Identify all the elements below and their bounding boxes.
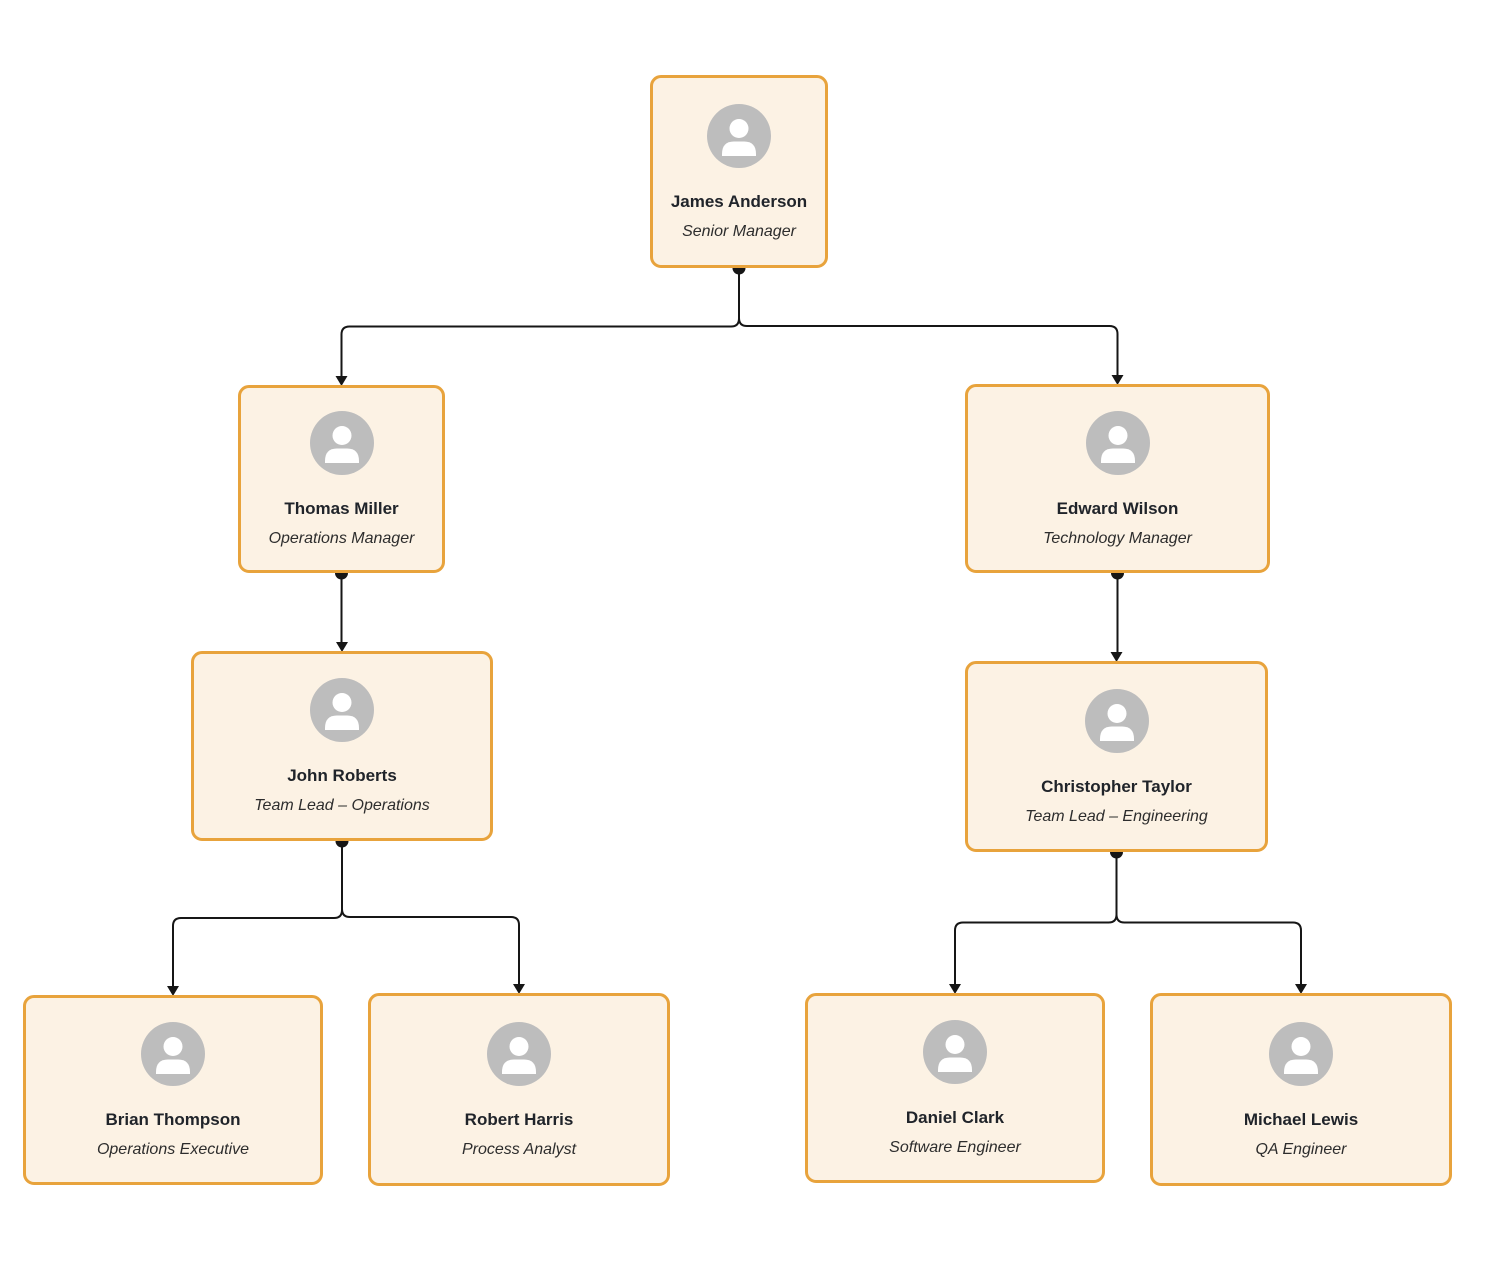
org-node-james-anderson[interactable]: James Anderson Senior Manager [650,75,828,268]
person-title: Operations Manager [268,530,415,547]
person-avatar-icon [487,1021,551,1086]
person-avatar-icon [923,1020,987,1084]
person-name: Daniel Clark [905,1108,1005,1127]
person-avatar-icon [310,678,374,742]
org-node-robert-harris[interactable]: Robert Harris Process Analyst [368,993,670,1186]
person-name: James Anderson [670,191,808,211]
person-name: John Roberts [287,766,397,785]
person-title: Team Lead – Operations [254,797,430,814]
org-node-michael-lewis[interactable]: Michael Lewis QA Engineer [1150,993,1452,1186]
person-name: Brian Thompson [105,1110,241,1129]
person-title: Process Analyst [461,1140,577,1158]
org-node-brian-thompson[interactable]: Brian Thompson Operations Executive [23,995,323,1185]
person-name: Christopher Taylor [1041,776,1192,796]
person-name: Michael Lewis [1243,1109,1359,1129]
person-avatar-icon [309,411,374,475]
person-title: Senior Manager [682,222,796,240]
person-name: Thomas Miller [284,499,399,518]
person-title: Software Engineer [889,1139,1021,1156]
person-avatar-icon [1085,410,1150,475]
person-avatar-icon [141,1022,205,1086]
org-node-thomas-miller[interactable]: Thomas Miller Operations Manager [238,385,445,573]
org-node-john-roberts[interactable]: John Roberts Team Lead – Operations [191,651,493,841]
person-title: Operations Executive [96,1141,250,1158]
person-name: Robert Harris [464,1109,574,1129]
person-title: QA Engineer [1255,1140,1347,1158]
person-avatar-icon [1269,1021,1333,1086]
org-node-edward-wilson[interactable]: Edward Wilson Technology Manager [965,384,1270,573]
person-title: Team Lead – Engineering [1025,807,1208,825]
org-node-christopher-taylor[interactable]: Christopher Taylor Team Lead – Engineeri… [965,661,1268,852]
org-node-daniel-clark[interactable]: Daniel Clark Software Engineer [805,993,1105,1183]
person-avatar-icon [1084,688,1149,753]
person-name: Edward Wilson [1056,498,1179,518]
person-avatar-icon [707,103,771,168]
person-title: Technology Manager [1043,529,1192,547]
